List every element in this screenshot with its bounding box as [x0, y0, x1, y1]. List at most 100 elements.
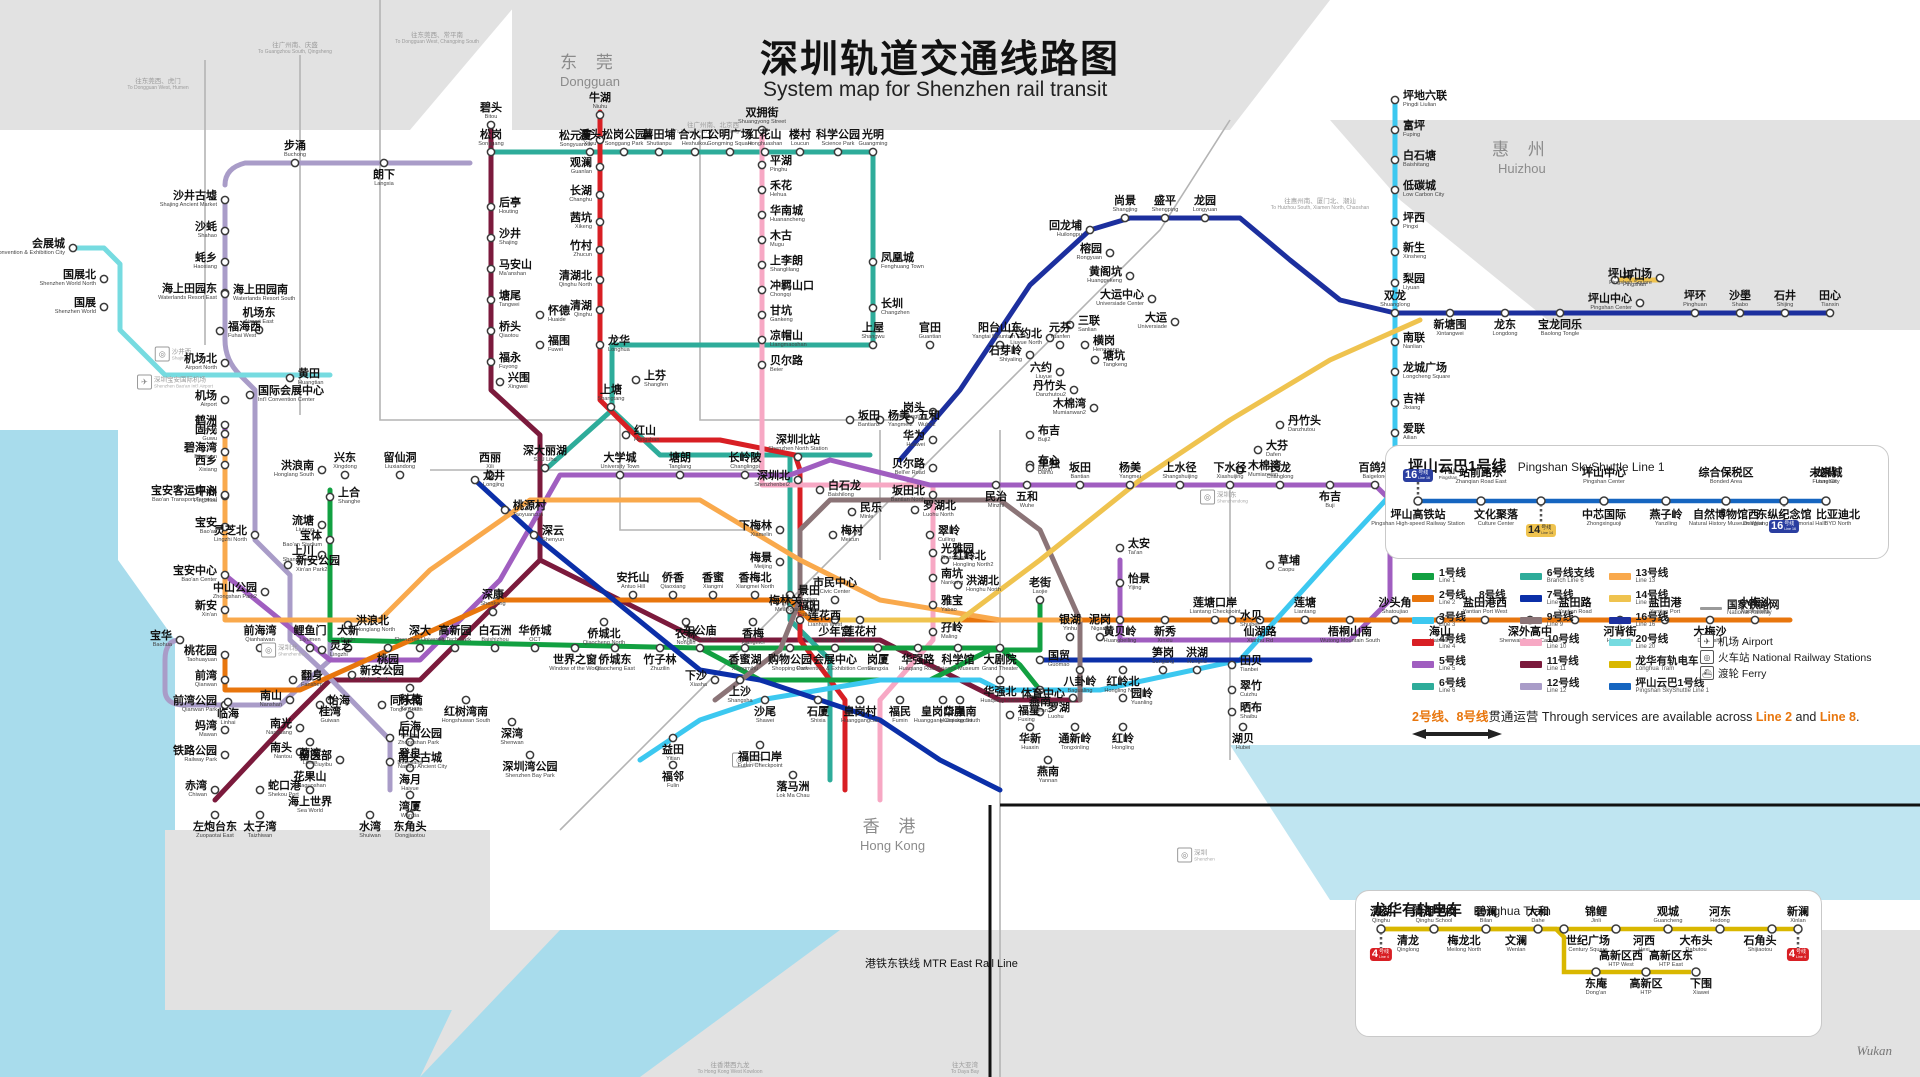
station-dot[interactable] — [220, 257, 230, 267]
station-dot[interactable] — [1022, 480, 1032, 490]
station-dot[interactable] — [1035, 655, 1045, 665]
station-dot[interactable] — [1090, 355, 1100, 365]
station-dot[interactable] — [255, 785, 265, 795]
station-dot[interactable] — [1238, 722, 1248, 732]
station-dot[interactable] — [1390, 367, 1400, 377]
station-dot[interactable] — [405, 790, 415, 800]
station-dot[interactable] — [868, 257, 878, 267]
station-dot[interactable] — [595, 190, 605, 200]
station-dot[interactable] — [740, 470, 750, 480]
inset-tram-branch-dot[interactable] — [1691, 967, 1701, 977]
station-dot[interactable] — [486, 357, 496, 367]
station-dot[interactable] — [1655, 273, 1665, 283]
station-dot[interactable] — [220, 750, 230, 760]
station-dot[interactable] — [210, 785, 220, 795]
inset-tram-dot[interactable] — [1715, 924, 1725, 934]
station-dot[interactable] — [708, 590, 718, 600]
inset-tram-dot[interactable] — [1376, 924, 1386, 934]
station-dot[interactable] — [1345, 615, 1355, 625]
station-dot[interactable] — [928, 490, 938, 500]
station-dot[interactable] — [655, 643, 665, 653]
station-dot[interactable] — [795, 615, 805, 625]
station-dot[interactable] — [315, 700, 325, 710]
station-dot[interactable] — [1147, 294, 1157, 304]
station-dot[interactable] — [220, 675, 230, 685]
station-dot[interactable] — [285, 373, 295, 383]
station-dot[interactable] — [1118, 693, 1128, 703]
station-dot[interactable] — [725, 147, 735, 157]
station-dot[interactable] — [1055, 367, 1065, 377]
station-dot[interactable] — [991, 480, 1001, 490]
station-dot[interactable] — [606, 402, 616, 412]
station-dot[interactable] — [99, 302, 109, 312]
station-dot[interactable] — [845, 415, 855, 425]
station-dot[interactable] — [668, 733, 678, 743]
station-dot[interactable] — [1160, 615, 1170, 625]
station-dot[interactable] — [995, 340, 1005, 350]
station-dot[interactable] — [1253, 445, 1263, 455]
station-dot[interactable] — [788, 770, 798, 780]
station-dot[interactable] — [938, 695, 948, 705]
station-dot[interactable] — [405, 810, 415, 820]
station-dot[interactable] — [486, 202, 496, 212]
inset-tram-branch-dot[interactable] — [1641, 967, 1651, 977]
station-dot[interactable] — [325, 695, 335, 705]
inset-station-dot[interactable] — [1413, 496, 1423, 506]
station-dot[interactable] — [785, 605, 795, 615]
station-dot[interactable] — [628, 590, 638, 600]
station-dot[interactable] — [325, 492, 335, 502]
station-dot[interactable] — [599, 617, 609, 627]
station-dot[interactable] — [913, 643, 923, 653]
station-dot[interactable] — [847, 507, 857, 517]
station-dot[interactable] — [1225, 480, 1235, 490]
station-dot[interactable] — [757, 125, 767, 135]
station-dot[interactable] — [775, 557, 785, 567]
station-dot[interactable] — [486, 326, 496, 336]
station-dot[interactable] — [868, 303, 878, 313]
station-dot[interactable] — [535, 310, 545, 320]
station-dot[interactable] — [405, 710, 415, 720]
station-dot[interactable] — [223, 697, 233, 707]
station-dot[interactable] — [681, 617, 691, 627]
station-dot[interactable] — [925, 530, 935, 540]
station-dot[interactable] — [833, 147, 843, 157]
station-dot[interactable] — [905, 415, 915, 425]
station-dot[interactable] — [290, 158, 300, 168]
station-dot[interactable] — [1390, 125, 1400, 135]
station-dot[interactable] — [1192, 665, 1202, 675]
station-dot[interactable] — [1175, 480, 1185, 490]
station-dot[interactable] — [1118, 665, 1128, 675]
inset-station-dot[interactable] — [1599, 496, 1609, 506]
station-dot[interactable] — [570, 643, 580, 653]
station-dot[interactable] — [486, 264, 496, 274]
station-dot[interactable] — [1070, 722, 1080, 732]
station-dot[interactable] — [1005, 710, 1015, 720]
station-dot[interactable] — [1500, 308, 1510, 318]
station-dot[interactable] — [343, 620, 353, 630]
station-dot[interactable] — [1750, 615, 1760, 625]
station-dot[interactable] — [1227, 685, 1237, 695]
station-dot[interactable] — [1705, 615, 1715, 625]
station-dot[interactable] — [1235, 465, 1245, 475]
station-dot[interactable] — [757, 360, 767, 370]
station-dot[interactable] — [928, 627, 938, 637]
station-dot[interactable] — [1390, 398, 1400, 408]
station-dot[interactable] — [757, 235, 767, 245]
inset-station-dot[interactable] — [1721, 496, 1731, 506]
station-dot[interactable] — [529, 530, 539, 540]
station-dot[interactable] — [654, 147, 664, 157]
station-dot[interactable] — [450, 643, 460, 653]
station-dot[interactable] — [486, 147, 496, 157]
station-dot[interactable] — [1035, 707, 1045, 717]
station-dot[interactable] — [495, 377, 505, 387]
station-dot[interactable] — [1115, 543, 1125, 553]
station-dot[interactable] — [1275, 420, 1285, 430]
station-dot[interactable] — [1480, 615, 1490, 625]
station-dot[interactable] — [595, 217, 605, 227]
